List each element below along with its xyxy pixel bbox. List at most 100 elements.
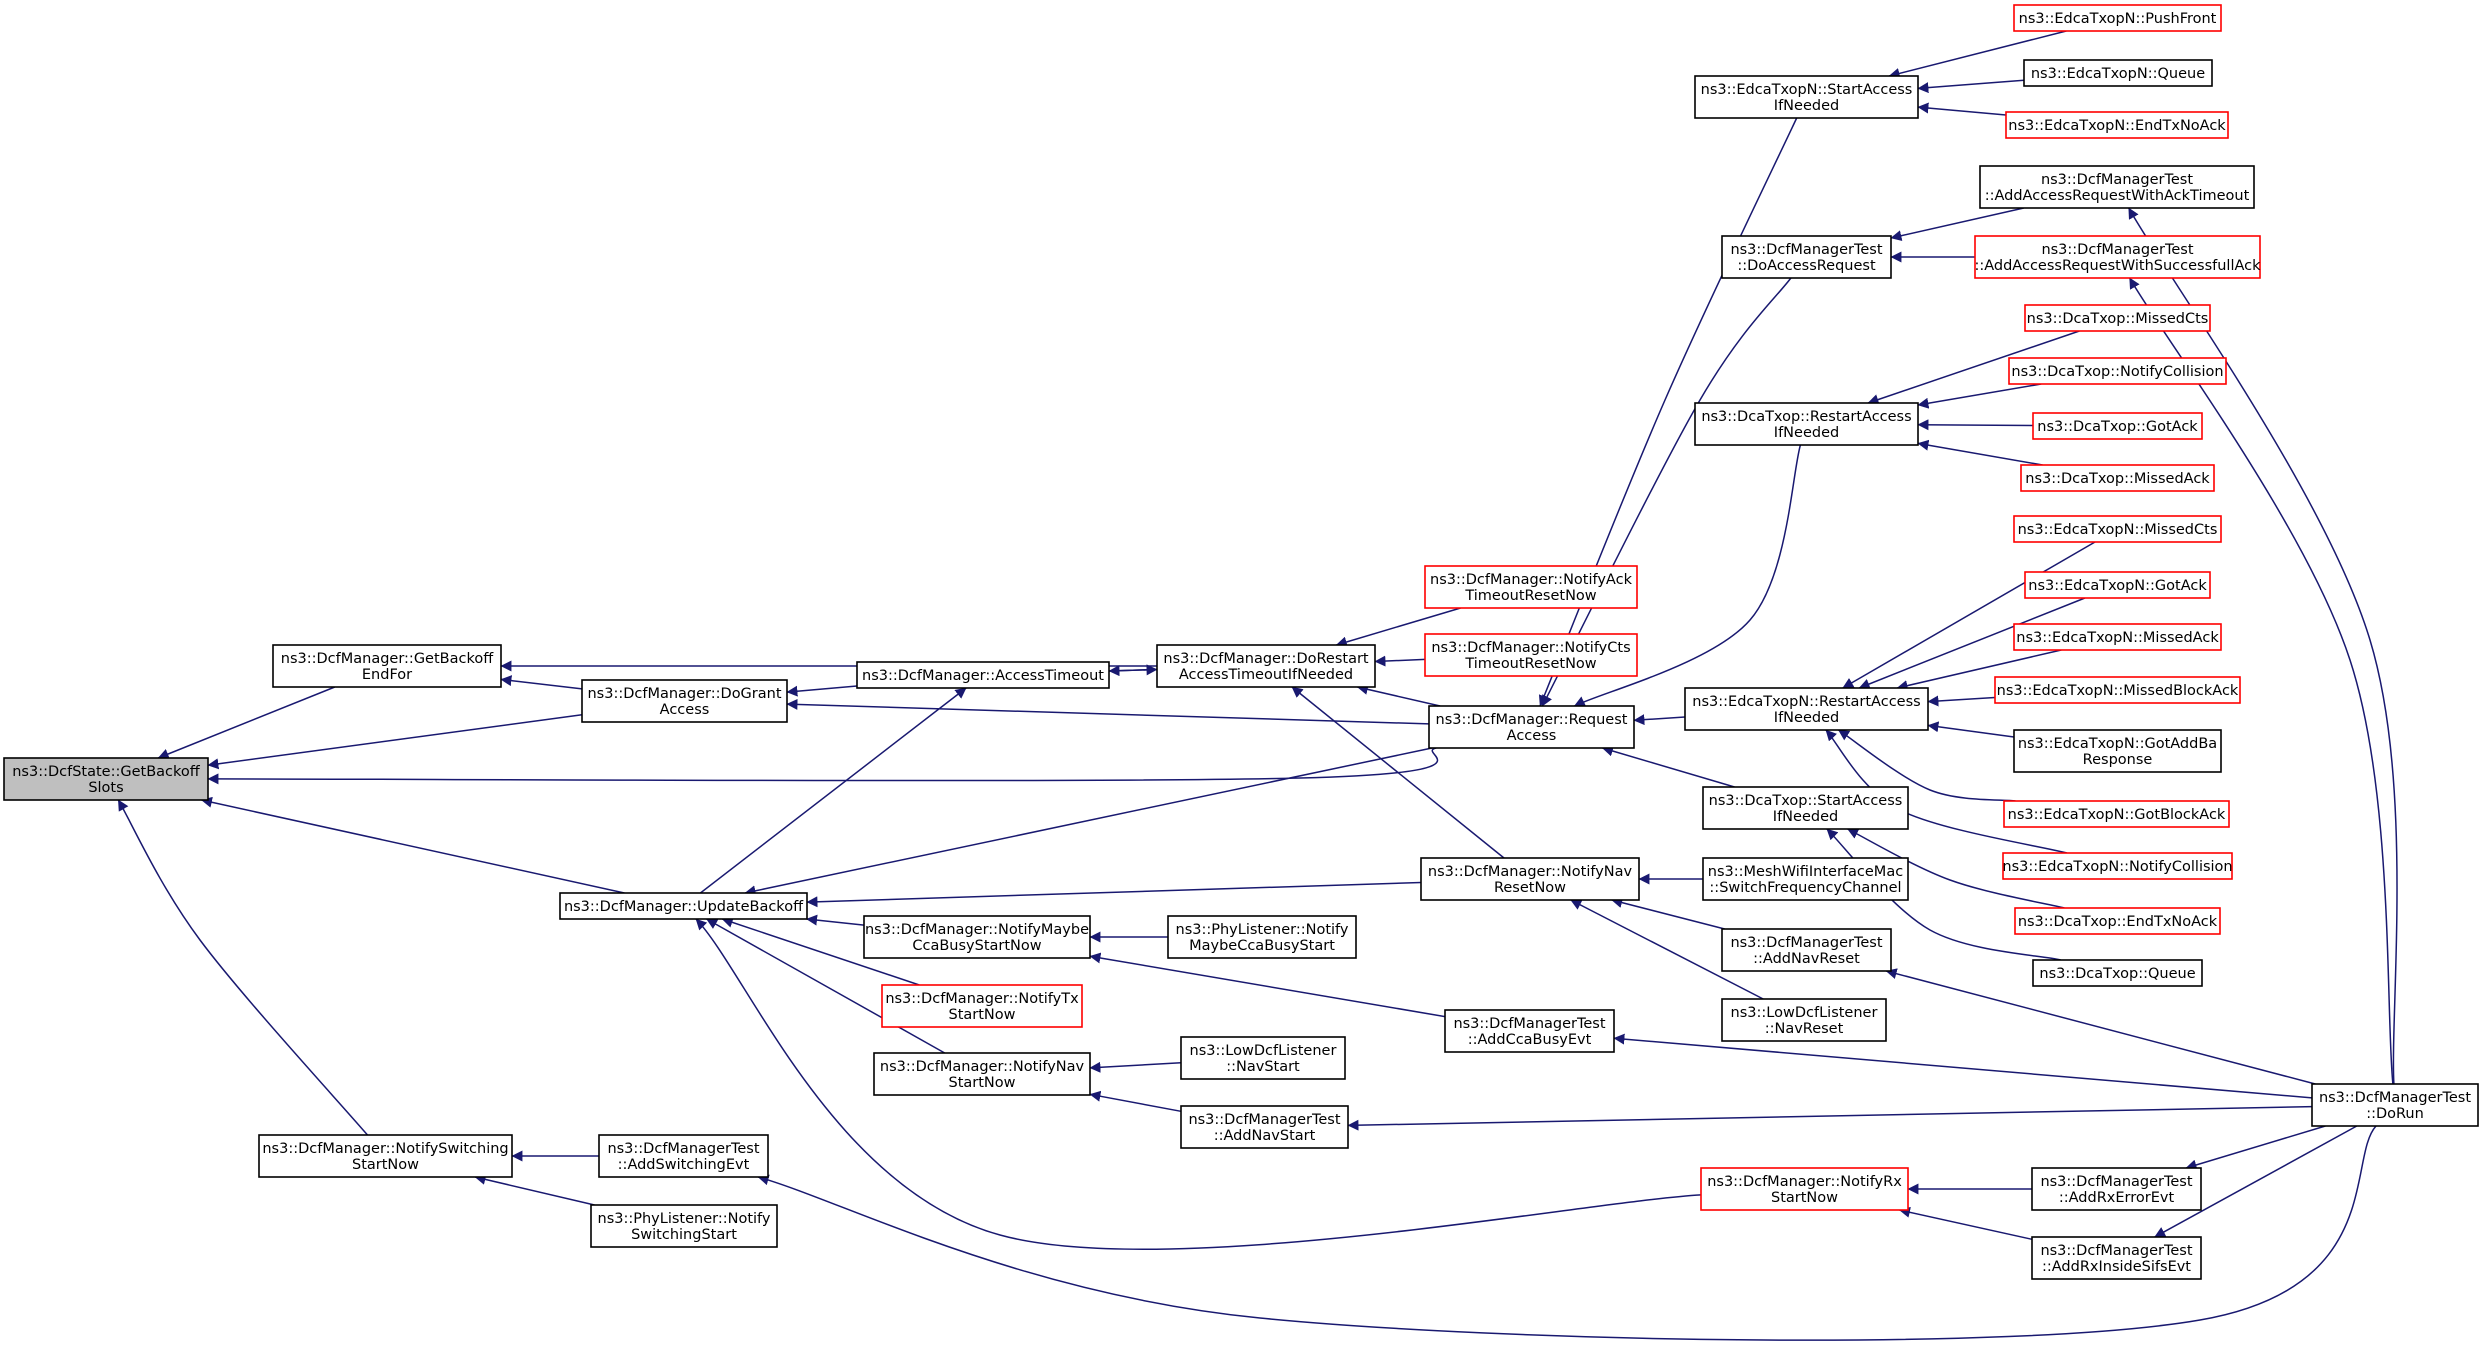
node-box	[1424, 633, 1638, 677]
edge-NotifyTxStartNow-to-UpdateBackoff	[721, 917, 920, 986]
node-PhyNotifyMaybeCcaBusyStart[interactable]: ns3::PhyListener::NotifyMaybeCcaBusyStar…	[1167, 915, 1357, 959]
node-EdcaMissedBlockAck[interactable]: ns3::EdcaTxopN::MissedBlockAck	[1994, 676, 2241, 704]
node-box	[2032, 412, 2203, 440]
node-UpdateBackoff[interactable]: ns3::DcfManager::UpdateBackoff	[559, 892, 808, 920]
node-box	[1700, 1167, 1909, 1211]
nodes-layer: ns3::DcfState::GetBackoffSlotsns3::DcfMa…	[3, 4, 2479, 1280]
node-NotifyAckTimeoutResetNow[interactable]: ns3::DcfManager::NotifyAckTimeoutResetNo…	[1424, 565, 1638, 609]
node-label-line: AccessTimeoutIfNeeded	[1179, 667, 1353, 683]
node-label-line: ns3::DcfManager::DoGrant	[587, 686, 781, 702]
node-label-line: ns3::EdcaTxopN::GotAck	[2028, 578, 2207, 594]
edge-EdcaGotBlockAck-to-EdcaRestartAccessIfNeeded	[1838, 729, 2016, 802]
node-box	[1974, 235, 2261, 279]
node-label-line: IfNeeded	[1774, 98, 1839, 114]
node-NotifyCtsTimeoutResetNow[interactable]: ns3::DcfManager::NotifyCtsTimeoutResetNo…	[1424, 633, 1638, 677]
node-AccessTimeout[interactable]: ns3::DcfManager::AccessTimeout	[856, 661, 1110, 689]
node-label-line: Slots	[88, 780, 123, 796]
node-AddAccessRequestWithAckTimeout[interactable]: ns3::DcfManagerTest::AddAccessRequestWit…	[1979, 165, 2255, 209]
edge-LowDcfNavReset-to-NotifyNavResetNow	[1570, 899, 1764, 1000]
node-EdcaMissedAck[interactable]: ns3::EdcaTxopN::MissedAck	[2013, 623, 2222, 651]
node-LowDcfNavReset[interactable]: ns3::LowDcfListener::NavReset	[1721, 998, 1887, 1042]
edge-NotifyNavResetNow-to-DoRestartAccessTimeout	[1291, 686, 1505, 859]
node-box	[1428, 705, 1635, 749]
node-label-line: ::AddRxInsideSifsEvt	[2042, 1259, 2191, 1275]
node-DcaNotifyCollision[interactable]: ns3::DcaTxop::NotifyCollision	[2008, 357, 2227, 385]
node-AddAccessRequestWithSuccessfullAck[interactable]: ns3::DcfManagerTest::AddAccessRequestWit…	[1974, 235, 2261, 279]
node-MeshSwitchFrequencyChannel[interactable]: ns3::MeshWifiInterfaceMac::SwitchFrequen…	[1702, 857, 1909, 901]
node-AddCcaBusyEvt[interactable]: ns3::DcfManagerTest::AddCcaBusyEvt	[1444, 1009, 1615, 1053]
node-box	[873, 1052, 1091, 1096]
node-label-line: ns3::DcfManager::NotifyRx	[1707, 1174, 1902, 1190]
node-box	[1702, 786, 1909, 830]
edge-RequestAccess-to-GetBackoffSlots	[207, 747, 1439, 785]
node-AddNavReset[interactable]: ns3::DcfManagerTest::AddNavReset	[1721, 928, 1892, 972]
node-label-line: ns3::DcfManager::NotifyMaybe	[865, 922, 1089, 938]
node-EdcaQueue[interactable]: ns3::EdcaTxopN::Queue	[2023, 59, 2213, 87]
node-DcaEndTxNoAck[interactable]: ns3::DcaTxop::EndTxNoAck	[2014, 907, 2221, 935]
node-label-line: ResetNow	[1494, 880, 1566, 896]
node-DcaMissedCts[interactable]: ns3::DcaTxop::MissedCts	[2024, 304, 2211, 332]
edge-AddRxInsideSifsEvt-to-NotifyRxStartNow	[1898, 1206, 2033, 1241]
node-label-line: ::AddAccessRequestWithSuccessfullAck	[1974, 258, 2261, 274]
node-DoRestartAccessTimeout[interactable]: ns3::DcfManager::DoRestartAccessTimeoutI…	[1156, 644, 1376, 688]
edge-EdcaGotAck-to-EdcaRestartAccessIfNeeded	[1858, 597, 2086, 690]
node-DcaGotAck[interactable]: ns3::DcaTxop::GotAck	[2032, 412, 2203, 440]
node-DcaQueue[interactable]: ns3::DcaTxop::Queue	[2032, 959, 2203, 987]
node-AddNavStart[interactable]: ns3::DcfManagerTest::AddNavStart	[1180, 1105, 1349, 1149]
node-label-line: ns3::DcfManager::Request	[1436, 712, 1628, 728]
node-EdcaEndTxNoAck[interactable]: ns3::EdcaTxopN::EndTxNoAck	[2005, 111, 2229, 139]
node-box	[863, 915, 1091, 959]
edge-DcaMissedCts-to-DcaRestartAccessIfNeeded	[1867, 330, 2080, 405]
node-label-line: MaybeCcaBusyStart	[1189, 938, 1335, 954]
node-EdcaGotBlockAck[interactable]: ns3::EdcaTxopN::GotBlockAck	[2003, 800, 2230, 828]
node-label-line: ns3::DcfManagerTest	[1730, 242, 1882, 258]
node-box	[258, 1134, 513, 1178]
node-label-line: ns3::DcfManagerTest	[2040, 1243, 2192, 1259]
node-label-line: ::AddNavStart	[1214, 1128, 1316, 1144]
node-label-line: ns3::MeshWifiInterfaceMac	[1708, 864, 1903, 880]
node-NotifyMaybeCcaBusyStartNow[interactable]: ns3::DcfManager::NotifyMaybeCcaBusyStart…	[863, 915, 1091, 959]
node-AddSwitchingEvt[interactable]: ns3::DcfManagerTest::AddSwitchingEvt	[598, 1134, 769, 1178]
node-LowDcfNavStart[interactable]: ns3::LowDcfListener::NavStart	[1180, 1036, 1346, 1080]
node-label-line: ::NavReset	[1765, 1021, 1844, 1037]
node-EdcaMissedCts[interactable]: ns3::EdcaTxopN::MissedCts	[2013, 515, 2222, 543]
node-label-line: ns3::EdcaTxopN::GotAddBa	[2018, 736, 2217, 752]
node-label-line: ns3::DcfManager::NotifyNav	[1428, 864, 1633, 880]
node-AddRxInsideSifsEvt[interactable]: ns3::DcfManagerTest::AddRxInsideSifsEvt	[2031, 1236, 2202, 1280]
node-EdcaPushFront[interactable]: ns3::EdcaTxopN::PushFront	[2013, 4, 2222, 32]
edge-DoRun-to-AddCcaBusyEvt	[1613, 1033, 2313, 1099]
node-label-line: StartNow	[1771, 1190, 1838, 1206]
node-label-line: ns3::DcfManager::NotifySwitching	[262, 1141, 508, 1157]
node-EdcaGotAck[interactable]: ns3::EdcaTxopN::GotAck	[2024, 571, 2211, 599]
node-EdcaNotifyCollision[interactable]: ns3::EdcaTxopN::NotifyCollision	[2002, 852, 2233, 880]
node-AddRxErrorEvt[interactable]: ns3::DcfManagerTest::AddRxErrorEvt	[2031, 1167, 2202, 1211]
edge-RequestAccess-to-UpdateBackoff	[744, 747, 1433, 897]
node-label-line: ns3::DcfManagerTest	[1453, 1016, 1605, 1032]
node-DoAccessRequest[interactable]: ns3::DcfManagerTest::DoAccessRequest	[1721, 235, 1892, 279]
node-box	[1721, 998, 1887, 1042]
edge-AccessTimeout-to-DoRestartAccessTimeout	[1108, 664, 1158, 676]
node-label-line: ns3::EdcaTxopN::NotifyCollision	[2002, 859, 2232, 875]
node-label-line: ::AddSwitchingEvt	[618, 1157, 750, 1173]
node-box	[2024, 304, 2211, 332]
node-box	[2031, 1236, 2202, 1280]
node-DoRun[interactable]: ns3::DcfManagerTest::DoRun	[2311, 1083, 2479, 1127]
node-box	[1444, 1009, 1615, 1053]
node-DcaMissedAck[interactable]: ns3::DcaTxop::MissedAck	[2020, 464, 2215, 492]
edge-NotifyAckTimeoutResetNow-to-DoRestartAccessTimeout	[1335, 607, 1461, 648]
